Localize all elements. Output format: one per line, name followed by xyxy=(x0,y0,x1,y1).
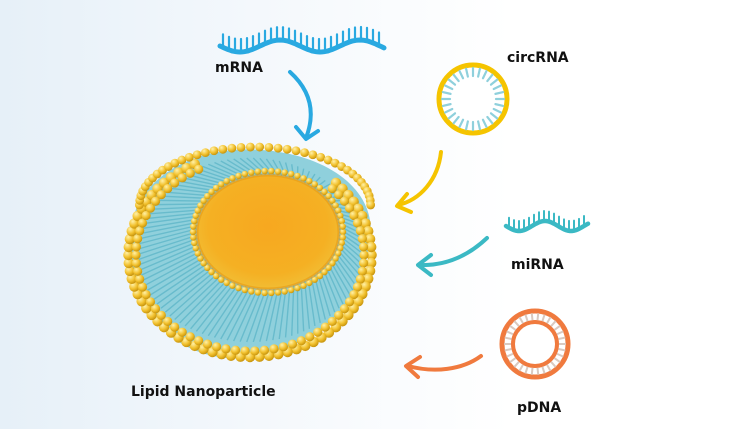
circrna-arrow xyxy=(395,150,443,214)
pdna-arrow xyxy=(404,354,483,379)
lipid-nanoparticle-label: Lipid Nanoparticle xyxy=(131,384,276,400)
pdna-label: pDNA xyxy=(517,400,562,416)
lipid-nanoparticle-icon xyxy=(123,142,377,363)
mrna-strand-icon xyxy=(217,25,387,55)
mirna-label: miRNA xyxy=(511,257,564,273)
mirna-strand-icon xyxy=(503,210,591,234)
mirna-arrow xyxy=(416,236,489,277)
mrna-label: mRNA xyxy=(215,60,263,76)
mrna-arrow xyxy=(288,70,320,141)
lnp-core xyxy=(197,175,339,289)
pdna-ring-icon xyxy=(499,308,571,380)
circrna-label: circRNA xyxy=(507,50,569,66)
circrna-ring-icon xyxy=(436,62,510,136)
